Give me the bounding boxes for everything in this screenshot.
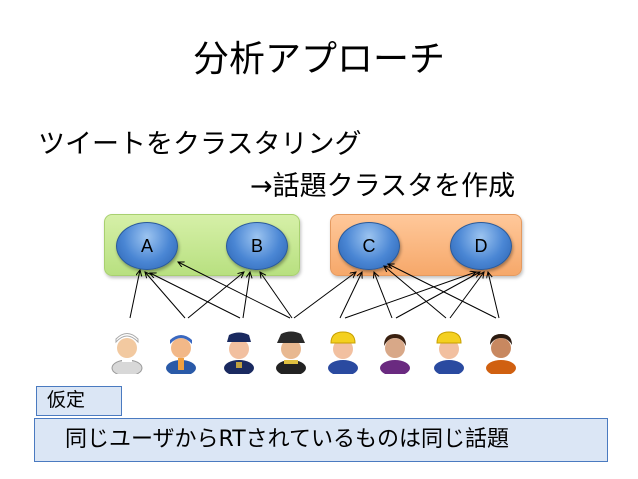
purple-user-icon xyxy=(378,328,412,374)
assumption-box: 同じユーザからRTされているものは同じ話題 xyxy=(34,418,608,462)
worker-user-icon xyxy=(164,328,198,374)
firefighter-user-icon xyxy=(274,328,308,374)
police-user-icon xyxy=(222,328,256,374)
nurse-user-icon xyxy=(110,328,144,374)
orange-user-icon xyxy=(484,328,518,374)
hardhat-user-icon-2 xyxy=(432,328,466,374)
assumption-tag: 仮定 xyxy=(36,386,122,416)
hardhat-user-icon-1 xyxy=(326,328,360,374)
